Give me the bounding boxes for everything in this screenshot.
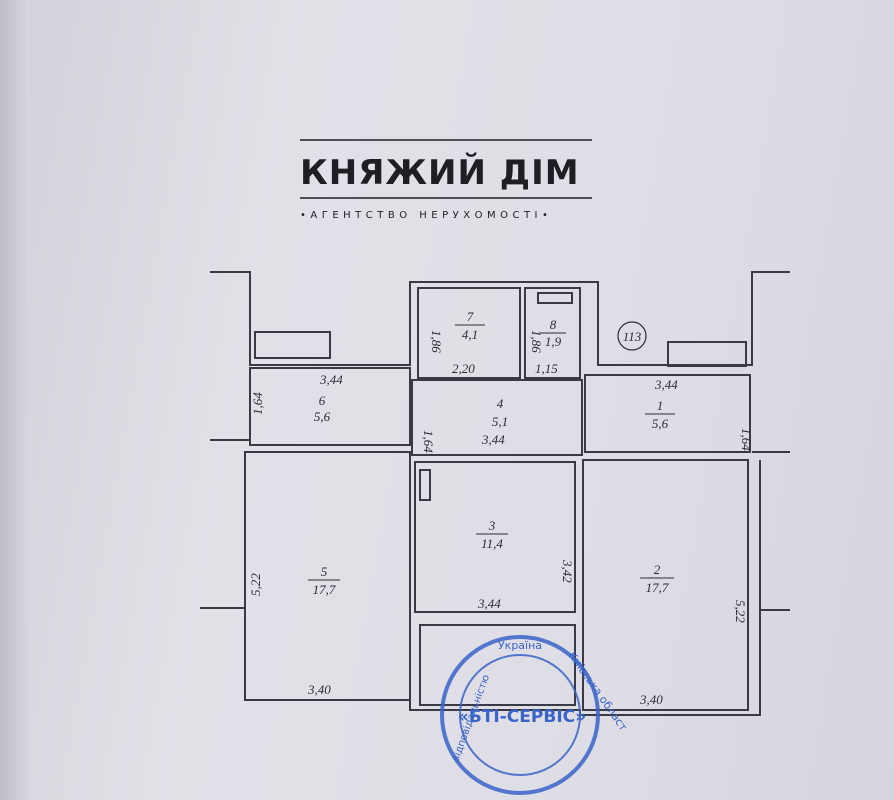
svg-text:17,7: 17,7 <box>313 582 336 597</box>
svg-text:7: 7 <box>467 309 474 324</box>
room-1-label: 15,6 <box>645 398 675 431</box>
svg-text:3,44: 3,44 <box>654 377 678 392</box>
bathtub-icon <box>537 292 573 304</box>
svg-text:3,40: 3,40 <box>639 692 663 707</box>
room-6-outline <box>249 367 411 446</box>
room-2-outline <box>582 459 749 711</box>
svg-text:5,22: 5,22 <box>733 600 748 623</box>
svg-text:3,40: 3,40 <box>307 682 331 697</box>
svg-text:«БТІ-СЕРВІС»: «БТІ-СЕРВІС» <box>458 707 586 727</box>
svg-text:3,42: 3,42 <box>560 559 575 583</box>
svg-text:11,4: 11,4 <box>481 536 503 551</box>
room-1-outline <box>584 374 751 453</box>
room-8-label: 81,9 <box>540 317 566 349</box>
svg-text:КНЯЖИЙ ДІМ: КНЯЖИЙ ДІМ <box>300 152 580 193</box>
svg-text:8: 8 <box>550 317 557 332</box>
svg-text:1,64: 1,64 <box>250 392 265 415</box>
svg-text:4,1: 4,1 <box>462 327 478 342</box>
svg-text:3,44: 3,44 <box>481 432 505 447</box>
svg-text:3,44: 3,44 <box>477 596 501 611</box>
balcony-right <box>667 341 747 367</box>
svg-text:1,64: 1,64 <box>421 430 436 453</box>
svg-text:3: 3 <box>488 518 496 533</box>
svg-text:5: 5 <box>321 564 328 579</box>
svg-text:5,6: 5,6 <box>652 416 669 431</box>
svg-text:5,1: 5,1 <box>492 414 508 429</box>
svg-text:113: 113 <box>623 329 642 344</box>
svg-text:4: 4 <box>497 396 504 411</box>
svg-text:6: 6 <box>319 393 326 408</box>
dimension-labels: 3,44 1,64 1,86 2,20 1,86 1,15 1,64 3,44 … <box>248 330 754 707</box>
room-6-label: 65,6 <box>314 393 331 424</box>
svg-text:Україна: Україна <box>498 639 542 652</box>
svg-text:2: 2 <box>654 562 661 577</box>
room-5-outline <box>244 451 411 701</box>
room-2-label: 217,7 <box>640 562 674 595</box>
svg-text:1: 1 <box>657 398 664 413</box>
svg-text:1,15: 1,15 <box>535 361 558 376</box>
svg-text:5,22: 5,22 <box>248 573 263 596</box>
loggia-outline <box>419 624 576 706</box>
balcony-left <box>254 331 331 359</box>
room-4-label: 45,1 <box>492 396 508 429</box>
svg-text:1,86: 1,86 <box>429 330 444 353</box>
sink-icon <box>419 469 431 501</box>
apartment-number-badge: 113 <box>617 321 647 351</box>
room-7-outline <box>417 287 521 379</box>
room-3-label: 311,4 <box>476 518 508 551</box>
svg-text:5,6: 5,6 <box>314 409 331 424</box>
svg-text:1,64: 1,64 <box>739 428 754 451</box>
room-7-label: 74,1 <box>455 309 485 342</box>
page-edge <box>0 0 30 800</box>
svg-text:2,20: 2,20 <box>452 361 475 376</box>
agency-watermark: КНЯЖИЙ ДІМ •АГЕНТСТВО НЕРУХОМОСТІ• <box>300 139 592 221</box>
room-3-outline <box>414 461 576 613</box>
outer-walls <box>200 271 790 716</box>
svg-text:17,7: 17,7 <box>646 580 669 595</box>
svg-text:•АГЕНТСТВО НЕРУХОМОСТІ•: •АГЕНТСТВО НЕРУХОМОСТІ• <box>300 210 552 221</box>
room-4-outline <box>411 379 583 456</box>
svg-text:3,44: 3,44 <box>319 372 343 387</box>
room-5-label: 517,7 <box>308 564 340 597</box>
svg-text:1,86: 1,86 <box>529 330 544 353</box>
svg-text:1,9: 1,9 <box>545 334 562 349</box>
room-8-outline <box>524 287 581 379</box>
